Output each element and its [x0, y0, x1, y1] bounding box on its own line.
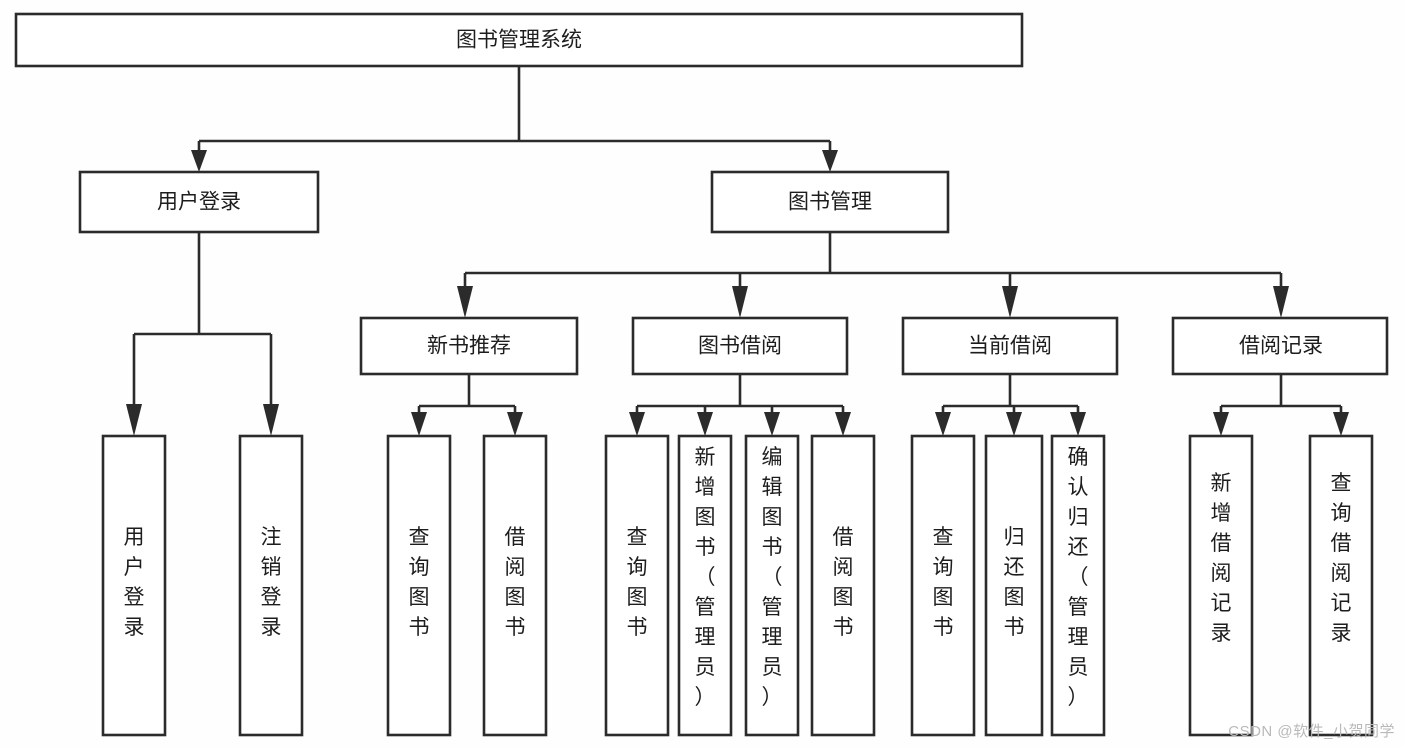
book-borrow-box[interactable] [631, 316, 849, 376]
arrow-newbook-query [411, 412, 427, 436]
arrow-to-current-borrow [1002, 286, 1018, 318]
csdn-watermark: CSDN @软件_小贺同学 [1228, 723, 1395, 740]
arrow-currentborrow-query [935, 412, 951, 436]
leaf-borrowrecord-query-label: 查询借阅记录 [1331, 472, 1352, 645]
current-borrow-label: 当前借阅 [968, 335, 1052, 358]
leaf-user-login-label: 用户登录 [124, 526, 145, 639]
leaf-borrowrecord-query-box[interactable] [1308, 434, 1374, 737]
leaf-bookborrow-add-label: 新增图书（管理员） [695, 446, 716, 709]
node-new-book-recommend[interactable]: 新书推荐 [359, 316, 579, 376]
leaf-logout-label: 注销登录 [261, 526, 282, 639]
arrow-currentborrow-confirm [1070, 412, 1086, 436]
user-login-box[interactable] [78, 170, 320, 234]
leaf-bookborrow-query[interactable]: 查询图书 [604, 434, 670, 737]
leaf-newbook-query-box[interactable] [386, 434, 452, 737]
leaf-newbook-query-label: 查询图书 [409, 526, 430, 639]
arrow-borrowrecord-query [1333, 412, 1349, 436]
arrow-to-new-book-rec [457, 286, 473, 318]
book-management-label: 图书管理 [788, 191, 872, 214]
node-book-borrow[interactable]: 图书借阅 [631, 316, 849, 376]
leaf-newbook-borrow-box[interactable] [482, 434, 548, 737]
borrow-record-label: 借阅记录 [1239, 335, 1323, 358]
arrow-to-user-login-leaf [126, 404, 142, 436]
leaf-logout[interactable]: 注销登录 [238, 434, 304, 737]
leaf-user-login-box[interactable] [101, 434, 167, 737]
arrow-bookborrow-borrow [835, 412, 851, 436]
new-book-recommend-box[interactable] [359, 316, 579, 376]
arrow-to-borrow-record [1273, 286, 1289, 318]
arrow-to-book-borrow [732, 286, 748, 318]
leaf-borrowrecord-add-box[interactable] [1188, 434, 1254, 737]
arrow-to-logout-leaf [263, 404, 279, 436]
arrow-currentborrow-return [1006, 412, 1022, 436]
leaf-bookborrow-add[interactable]: 新增图书（管理员） [677, 434, 733, 737]
leaf-currentborrow-return[interactable]: 归还图书 [984, 434, 1044, 737]
leaf-currentborrow-confirm[interactable]: 确认归还（管理员） [1050, 434, 1106, 737]
leaf-currentborrow-query[interactable]: 查询图书 [910, 434, 976, 737]
connector-layer [126, 66, 1349, 436]
leaf-bookborrow-edit[interactable]: 编辑图书（管理员） [744, 434, 800, 737]
node-current-borrow[interactable]: 当前借阅 [901, 316, 1119, 376]
arrow-root-to-book-mgmt [822, 150, 838, 172]
leaf-newbook-borrow[interactable]: 借阅图书 [482, 434, 548, 737]
arrow-bookborrow-edit [764, 412, 780, 436]
current-borrow-box[interactable] [901, 316, 1119, 376]
leaf-bookborrow-add-box[interactable] [677, 434, 733, 737]
new-book-recommend-label: 新书推荐 [427, 335, 511, 358]
node-root[interactable]: 图书管理系统 [14, 12, 1024, 68]
leaf-currentborrow-return-box[interactable] [984, 434, 1044, 737]
leaf-borrowrecord-add-label: 新增借阅记录 [1211, 472, 1232, 645]
leaf-currentborrow-confirm-label: 确认归还（管理员） [1068, 446, 1089, 709]
leaf-bookborrow-query-box[interactable] [604, 434, 670, 737]
leaf-bookborrow-borrow[interactable]: 借阅图书 [810, 434, 876, 737]
arrow-borrowrecord-add [1213, 412, 1229, 436]
borrow-record-box[interactable] [1171, 316, 1389, 376]
arrow-bookborrow-query [629, 412, 645, 436]
leaf-currentborrow-return-label: 归还图书 [1004, 526, 1025, 639]
leaf-newbook-query[interactable]: 查询图书 [386, 434, 452, 737]
leaf-currentborrow-query-box[interactable] [910, 434, 976, 737]
leaf-user-login[interactable]: 用户登录 [101, 434, 167, 737]
node-user-login[interactable]: 用户登录 [78, 170, 320, 234]
arrow-bookborrow-add [697, 412, 713, 436]
node-borrow-record[interactable]: 借阅记录 [1171, 316, 1389, 376]
book-borrow-label: 图书借阅 [698, 335, 782, 358]
leaf-logout-box[interactable] [238, 434, 304, 737]
leaf-borrowrecord-query[interactable]: 查询借阅记录 [1308, 434, 1374, 737]
leaf-bookborrow-edit-label: 编辑图书（管理员） [762, 446, 783, 709]
leaf-bookborrow-borrow-label: 借阅图书 [833, 526, 854, 639]
leaf-newbook-borrow-label: 借阅图书 [505, 526, 526, 639]
leaf-bookborrow-borrow-box[interactable] [810, 434, 876, 737]
leaf-bookborrow-query-label: 查询图书 [627, 526, 648, 639]
node-book-management[interactable]: 图书管理 [710, 170, 950, 234]
book-management-box[interactable] [710, 170, 950, 234]
leaf-currentborrow-query-label: 查询图书 [933, 526, 954, 639]
leaf-borrowrecord-add[interactable]: 新增借阅记录 [1188, 434, 1254, 737]
user-login-label: 用户登录 [157, 191, 241, 214]
arrow-root-to-user-login [191, 150, 207, 172]
leaf-currentborrow-confirm-box[interactable] [1050, 434, 1106, 737]
arrow-newbook-borrow [507, 412, 523, 436]
leaf-bookborrow-edit-box[interactable] [744, 434, 800, 737]
root-label: 图书管理系统 [456, 29, 582, 52]
root-box[interactable] [14, 12, 1024, 68]
